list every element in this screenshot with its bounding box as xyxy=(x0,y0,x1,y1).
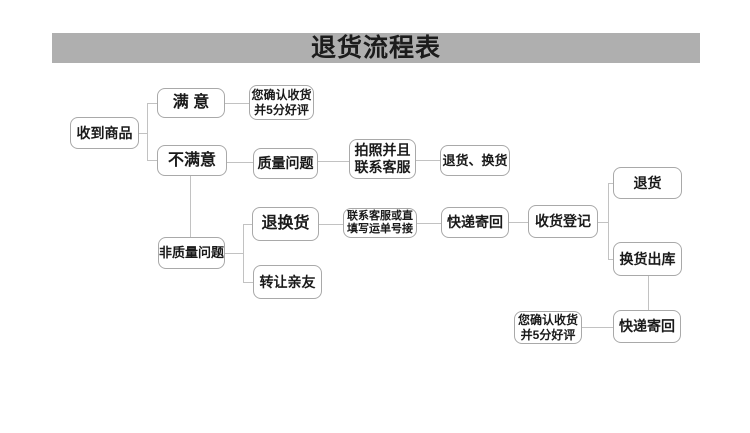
node-label: 快递寄回 xyxy=(619,318,675,335)
flow-node-satisfied: 满 意 xyxy=(157,88,225,118)
node-label-line1: 您确认收货 xyxy=(251,88,312,103)
node-label: 收货登记 xyxy=(535,213,591,230)
node-label-line1: 联系客服或直 xyxy=(347,209,413,222)
flow-node-non-quality-problem: 非质量问题 xyxy=(158,237,225,269)
flow-node-quality-problem: 质量问题 xyxy=(253,148,318,179)
node-label: 退货 xyxy=(633,174,662,191)
connector-line xyxy=(608,259,613,260)
node-label: 不满意 xyxy=(167,151,216,169)
node-label: 退换货 xyxy=(261,215,310,233)
connector-line xyxy=(190,176,191,237)
flow-node-return-or-exchange: 退货、换货 xyxy=(440,145,510,176)
page-title: 退货流程表 xyxy=(310,34,441,62)
connector-line xyxy=(147,103,148,160)
flow-node-express-send-back-mid: 快递寄回 xyxy=(441,207,509,238)
node-label-line2: 并5分好评 xyxy=(254,102,309,117)
node-label-line1: 您确认收货 xyxy=(517,313,578,328)
node-label: 满 意 xyxy=(172,94,210,112)
flow-node-express-send-back-bottom: 快递寄回 xyxy=(613,310,681,343)
flow-node-received-goods: 收到商品 xyxy=(70,117,139,149)
node-label: 质量问题 xyxy=(257,155,314,172)
node-label: 退货、换货 xyxy=(442,152,508,168)
connector-line xyxy=(582,327,613,328)
connector-line xyxy=(608,183,609,259)
connector-line xyxy=(227,162,253,163)
connector-line xyxy=(648,276,649,310)
node-label: 非质量问题 xyxy=(159,245,225,261)
node-label-line1: 拍照并且 xyxy=(354,142,411,159)
node-label: 收到商品 xyxy=(76,124,133,141)
node-label: 转让亲友 xyxy=(259,273,316,290)
node-label-line2: 填写运单号接 xyxy=(347,223,413,235)
connector-line xyxy=(318,161,349,162)
flow-node-exchange-return: 退换货 xyxy=(252,207,319,241)
flow-node-photo-contact-service: 拍照并且 联系客服 xyxy=(349,139,416,179)
connector-line xyxy=(416,160,440,161)
connector-line xyxy=(608,183,613,184)
node-label: 换货出库 xyxy=(619,250,676,267)
node-label: 快递寄回 xyxy=(447,214,503,231)
connector-line xyxy=(225,253,243,254)
connector-line xyxy=(147,160,157,161)
connector-line xyxy=(598,222,608,223)
connector-line xyxy=(417,223,441,224)
flow-node-confirm-receipt-top: 您确认收货 并5分好评 xyxy=(249,85,314,120)
node-label-line2: 并5分好评 xyxy=(520,327,576,342)
connector-line xyxy=(139,133,147,134)
node-label-line2: 联系客服 xyxy=(354,159,411,175)
flow-node-not-satisfied: 不满意 xyxy=(157,145,227,176)
connector-line xyxy=(243,282,253,283)
flow-node-exchange-outbound: 换货出库 xyxy=(613,242,682,276)
connector-line xyxy=(319,224,343,225)
title-bar: 退货流程表 xyxy=(52,33,700,63)
connector-line xyxy=(243,224,252,225)
flow-node-transfer-to-friends: 转让亲友 xyxy=(253,265,322,299)
flow-node-confirm-receipt-bottom: 您确认收货 并5分好评 xyxy=(514,311,582,344)
flow-node-receipt-registration: 收货登记 xyxy=(528,205,598,238)
flow-node-contact-service-waybill: 联系客服或直 填写运单号接 xyxy=(343,208,417,238)
connector-line xyxy=(509,222,528,223)
flow-node-return-goods: 退货 xyxy=(613,167,682,199)
connector-line xyxy=(147,103,157,104)
connector-line xyxy=(225,103,249,104)
connector-line xyxy=(243,224,244,282)
